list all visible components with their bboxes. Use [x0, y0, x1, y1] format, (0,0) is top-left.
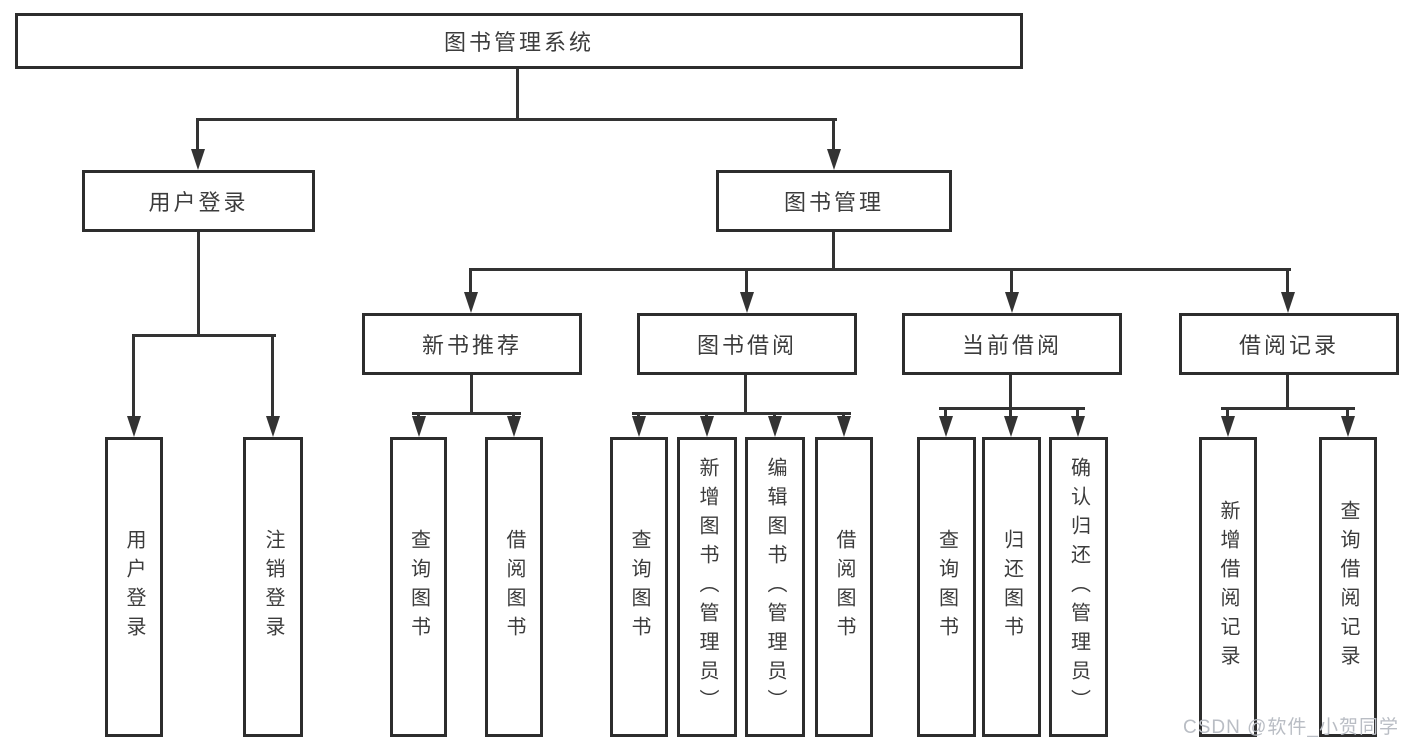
- connector-book-borrow-branch: [632, 412, 851, 415]
- arrow-to-leaf-add-book: [700, 415, 714, 437]
- leaf-user-login: 用户登录: [105, 437, 163, 737]
- arrow-to-new-book-recommend: [464, 271, 478, 313]
- leaf-borrow-book: 借阅图书: [815, 437, 873, 737]
- arrow-to-leaf-edit-book: [768, 415, 782, 437]
- leaf-add-book-admin: 新增图书（管理员）: [677, 437, 737, 737]
- leaf-return-book: 归还图书: [982, 437, 1041, 737]
- connector-book-borrow-stem: [744, 372, 747, 415]
- arrow-to-leaf-borrow-book: [837, 415, 851, 437]
- leaf-borrow-book-recommend: 借阅图书: [485, 437, 543, 737]
- csdn-watermark: CSDN @软件_小贺同学: [1183, 717, 1399, 738]
- connector-root-branch: [197, 118, 837, 121]
- node-user-login: 用户登录: [82, 170, 315, 232]
- arrow-to-leaf-query-record: [1341, 410, 1355, 437]
- leaf-edit-book-admin: 编辑图书（管理员）: [745, 437, 805, 737]
- leaf-query-book-borrow: 查询图书: [610, 437, 668, 737]
- arrow-to-leaf-confirm-return: [1071, 410, 1085, 437]
- arrow-to-leaf-borrow-recommend: [507, 415, 521, 437]
- arrow-to-book-management: [827, 118, 841, 170]
- arrow-to-current-borrow: [1005, 271, 1019, 313]
- connector-root-stem: [516, 68, 519, 121]
- node-book-management: 图书管理: [716, 170, 952, 232]
- arrow-to-leaf-return-book: [1004, 410, 1018, 437]
- connector-borrow-records-branch: [1221, 407, 1355, 410]
- node-new-book-recommend: 新书推荐: [362, 313, 582, 375]
- connector-book-management-branch: [469, 268, 1291, 271]
- connector-user-login-branch: [132, 334, 276, 337]
- leaf-add-borrow-record: 新增借阅记录: [1199, 437, 1257, 737]
- arrow-to-leaf-query-current: [939, 410, 953, 437]
- leaf-query-borrow-record: 查询借阅记录: [1319, 437, 1377, 737]
- arrow-to-user-login: [191, 118, 205, 170]
- connector-new-book-stem: [470, 372, 473, 415]
- leaf-query-book-recommend: 查询图书: [390, 437, 447, 737]
- leaf-query-book-current: 查询图书: [917, 437, 976, 737]
- arrow-to-leaf-query-recommend: [412, 415, 426, 437]
- connector-book-management-stem: [832, 230, 835, 271]
- arrow-to-leaf-user-login: [127, 337, 141, 437]
- node-current-borrow: 当前借阅: [902, 313, 1122, 375]
- connector-user-login-stem: [197, 230, 200, 337]
- leaf-confirm-return-admin: 确认归还（管理员）: [1049, 437, 1108, 737]
- arrow-to-leaf-logout: [266, 337, 280, 437]
- connector-borrow-records-stem: [1286, 372, 1289, 410]
- node-borrow-records: 借阅记录: [1179, 313, 1399, 375]
- arrow-to-book-borrow: [740, 271, 754, 313]
- node-book-borrow: 图书借阅: [637, 313, 857, 375]
- leaf-logout: 注销登录: [243, 437, 303, 737]
- arrow-to-leaf-add-record: [1221, 410, 1235, 437]
- connector-current-borrow-stem: [1009, 372, 1012, 410]
- arrow-to-leaf-query-borrow: [632, 415, 646, 437]
- node-root: 图书管理系统: [15, 13, 1023, 69]
- connector-current-borrow-branch: [939, 407, 1085, 410]
- connector-new-book-branch: [412, 412, 521, 415]
- arrow-to-borrow-records: [1281, 271, 1295, 313]
